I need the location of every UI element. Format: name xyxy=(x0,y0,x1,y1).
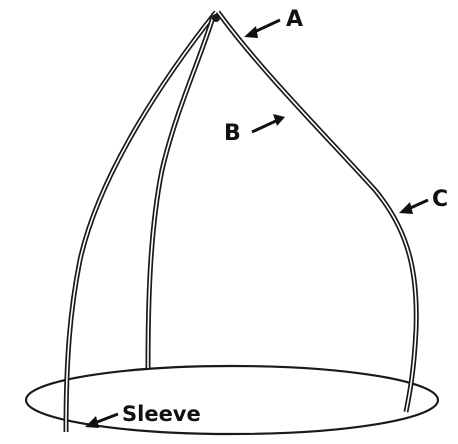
arrow-b-icon xyxy=(251,114,285,134)
right-pole xyxy=(215,10,419,413)
apex-hub xyxy=(212,14,220,22)
label-b: B xyxy=(224,121,241,146)
arrow-c-icon xyxy=(399,198,429,214)
base-ring xyxy=(24,364,440,436)
label-a: A xyxy=(286,7,303,32)
label-sleeve: Sleeve xyxy=(122,402,201,426)
label-c: C xyxy=(432,187,448,212)
arrow-sleeve-icon xyxy=(85,412,119,428)
arrow-a-icon xyxy=(244,18,281,38)
